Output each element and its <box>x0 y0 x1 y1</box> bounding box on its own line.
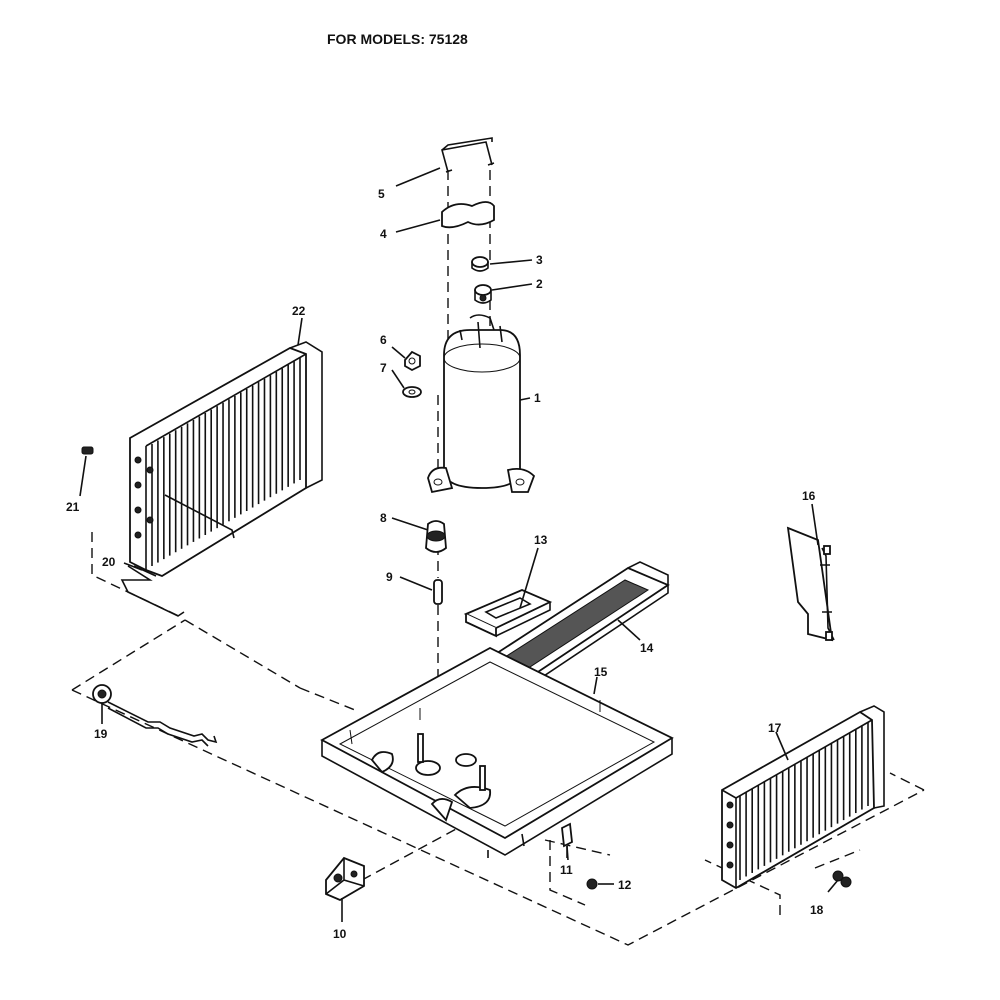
callout-labels: 1 2 3 4 5 6 7 8 9 10 11 12 13 14 15 16 1… <box>66 187 824 941</box>
part-21-clip[interactable] <box>81 446 94 455</box>
callout-9: 9 <box>386 570 393 584</box>
part-7-washer[interactable] <box>402 386 422 398</box>
part-6-nut[interactable] <box>404 350 421 372</box>
part-10-mount[interactable] <box>325 856 365 902</box>
part-5-handle-clip[interactable] <box>440 137 495 173</box>
diagram-title: FOR MODELS: 75128 <box>327 31 468 47</box>
callout-2: 2 <box>536 277 543 291</box>
part-4-cap[interactable] <box>441 201 495 229</box>
callout-8: 8 <box>380 511 387 525</box>
part-13-bracket[interactable] <box>463 589 553 638</box>
part-12-nut[interactable] <box>586 878 598 890</box>
part-2-grommet[interactable] <box>474 284 492 304</box>
callout-11: 11 <box>560 863 573 877</box>
part-19-tube[interactable] <box>92 684 218 747</box>
callout-6: 6 <box>380 333 387 347</box>
part-22-condenser-coil[interactable] <box>129 341 323 577</box>
callout-7: 7 <box>380 361 387 375</box>
part-16-bracket-plate[interactable] <box>786 526 835 642</box>
part-1-compressor[interactable] <box>427 314 536 494</box>
callout-18: 18 <box>810 903 824 917</box>
part-3-nut[interactable] <box>471 256 489 272</box>
callout-1: 1 <box>534 391 541 405</box>
part-15-base-pan[interactable] <box>320 646 674 858</box>
leader-lines <box>79 167 839 922</box>
callout-16: 16 <box>802 489 816 503</box>
callout-19: 19 <box>94 727 108 741</box>
part-9-sleeve[interactable] <box>433 579 443 605</box>
callout-22: 22 <box>292 304 306 318</box>
callout-14: 14 <box>640 641 654 655</box>
callout-4: 4 <box>380 227 387 241</box>
callout-15: 15 <box>594 665 608 679</box>
callout-20: 20 <box>102 555 116 569</box>
callout-13: 13 <box>534 533 548 547</box>
callout-5: 5 <box>378 187 385 201</box>
callout-10: 10 <box>333 927 347 941</box>
part-18-nut[interactable] <box>832 870 852 888</box>
part-17-evaporator-coil[interactable] <box>721 705 885 890</box>
callout-21: 21 <box>66 500 80 514</box>
callout-12: 12 <box>618 878 632 892</box>
callout-3: 3 <box>536 253 543 267</box>
part-8-grommet[interactable] <box>425 520 447 553</box>
callout-17: 17 <box>768 721 782 735</box>
